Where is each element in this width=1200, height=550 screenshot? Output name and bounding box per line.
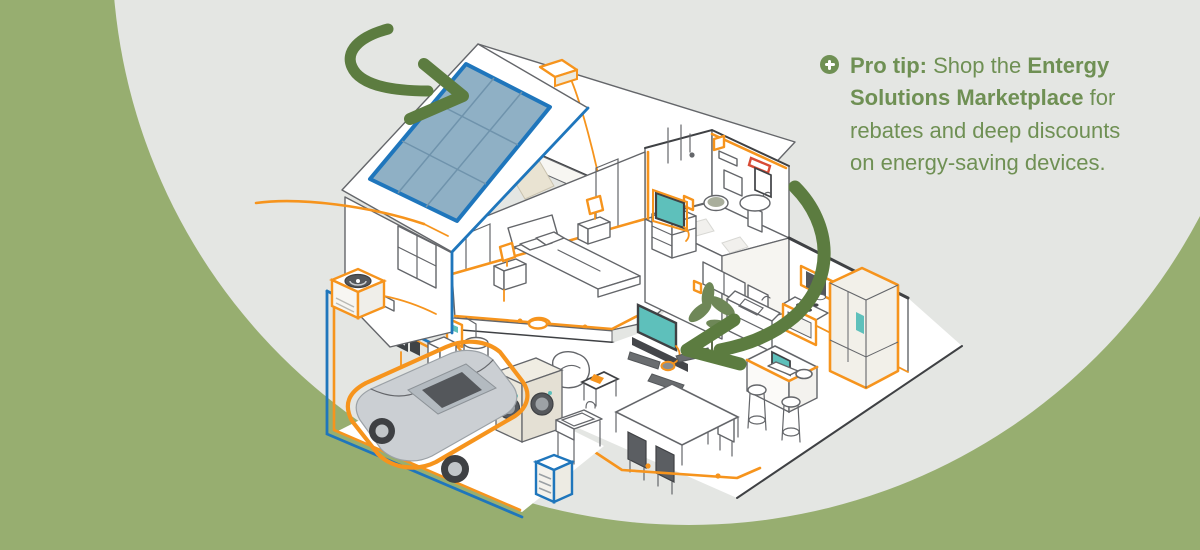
electric-car-icon	[345, 339, 530, 483]
kitchen-island	[745, 345, 819, 414]
protip-callout: Pro tip: Shop the Entergy Solutions Mark…	[820, 50, 1150, 179]
battery-unit-icon	[532, 453, 576, 504]
gable-end	[254, 43, 590, 348]
living-room-tv-icon	[636, 303, 678, 352]
bath-vent-icon	[712, 134, 726, 152]
plus-circle-icon	[820, 55, 839, 74]
ac-condenser-icon	[329, 267, 437, 320]
solar-panel-icon	[368, 62, 552, 223]
dining-table-icon	[614, 383, 740, 466]
living-room	[552, 279, 735, 407]
protip-body-2: for rebates and deep discounts on energy…	[850, 85, 1121, 175]
table-lamp-right-icon	[585, 194, 605, 220]
light-switch-icon	[692, 279, 703, 295]
nightstand-right-icon	[577, 216, 611, 245]
pedestal-sink-icon	[739, 191, 771, 233]
laptop-icon	[767, 350, 799, 377]
car-highlight-outline	[345, 339, 530, 470]
refrigerator-icon	[828, 266, 900, 390]
protip-body-1: Shop the	[927, 53, 1028, 78]
protip-lead: Pro tip:	[850, 53, 927, 78]
mirror-icon	[754, 166, 772, 199]
kitchen-sink-icon	[726, 290, 781, 322]
tablet-icon	[590, 374, 604, 384]
towel-bar-icon	[718, 150, 738, 167]
window-icon	[397, 225, 437, 289]
bar-stools-icon	[747, 384, 801, 443]
garage-light-icon	[527, 318, 549, 330]
utility-sink-icon	[555, 401, 603, 465]
highlight-arrows	[344, 23, 831, 371]
table-lamp-left-icon	[498, 241, 517, 302]
house-cutaway	[254, 43, 963, 519]
bedroom-tv-icon	[652, 188, 690, 242]
solar-panel-arrow	[344, 23, 469, 125]
toilet-icon	[703, 169, 743, 212]
protip-text: Pro tip: Shop the Entergy Solutions Mark…	[850, 50, 1150, 179]
bowl-icon	[795, 368, 813, 380]
nightstand-left-icon	[493, 258, 527, 291]
marketplace-name: Entergy Solutions Marketplace	[850, 53, 1110, 111]
power-line-icon	[254, 199, 426, 226]
light-switch-icon	[682, 194, 695, 212]
shower-icon	[667, 124, 695, 164]
ceiling-fan-arrow	[680, 180, 831, 371]
house-plant-icon	[688, 282, 735, 352]
side-table-icon	[580, 371, 620, 407]
